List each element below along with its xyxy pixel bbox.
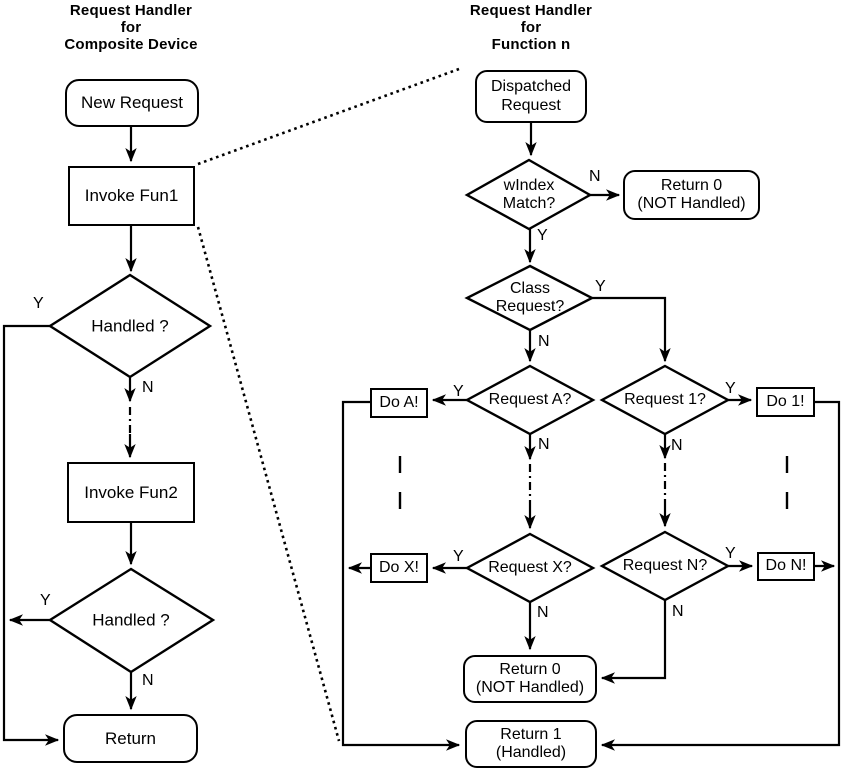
- label-no-request-x: N: [537, 604, 549, 621]
- zoom-connector-bottom: [196, 226, 341, 742]
- decision-class-request-label: Class Request?: [495, 280, 565, 315]
- label-yes-request-1: Y: [725, 380, 736, 397]
- label-yes-handled-2: Y: [40, 592, 51, 609]
- label-yes-class: Y: [595, 278, 606, 295]
- decision-request-n-label: Request N?: [622, 557, 708, 575]
- label-no-handled-2: N: [142, 672, 154, 689]
- node-dispatched-request: Dispatched Request: [475, 70, 587, 123]
- edge-doa-rail-to-return1: [341, 400, 461, 751]
- node-do-1: Do 1!: [756, 387, 815, 417]
- label-no-class: N: [538, 333, 550, 350]
- edge-class-yes-to-request1: [592, 296, 671, 363]
- label-no-request-n: N: [672, 603, 684, 620]
- label-no-handled-1: N: [142, 379, 154, 396]
- edge-requestn-no-to-return0b: [600, 600, 667, 684]
- node-return: Return: [63, 714, 198, 763]
- label-no-request-a: N: [538, 436, 550, 453]
- label-yes-request-a: Y: [453, 383, 464, 400]
- node-do-x: Do X!: [370, 553, 428, 583]
- decision-handled-1-shape: [47, 273, 213, 379]
- node-return-0-bottom: Return 0 (NOT Handled): [463, 655, 597, 703]
- decision-request-1-label: Request 1?: [624, 391, 706, 409]
- label-yes-request-x: Y: [453, 548, 464, 565]
- node-invoke-fun1: Invoke Fun1: [68, 166, 195, 226]
- decision-request-x-shape: [464, 532, 596, 604]
- decision-class-request-shape: [464, 264, 595, 332]
- decision-windex-match-shape: [464, 158, 593, 231]
- label-yes-windex: Y: [537, 227, 548, 244]
- decision-request-x-label: Request X?: [488, 559, 572, 577]
- node-return-0-top: Return 0 (NOT Handled): [623, 170, 760, 220]
- label-no-windex: N: [589, 168, 601, 185]
- node-invoke-fun2: Invoke Fun2: [67, 462, 195, 523]
- decision-request-a-shape: [464, 364, 596, 436]
- decision-request-1-shape: [599, 364, 731, 436]
- right-flow-title: Request Handler for Function n: [469, 2, 593, 53]
- node-do-a: Do A!: [370, 388, 428, 418]
- label-yes-request-n: Y: [725, 545, 736, 562]
- label-no-request-1: N: [671, 437, 683, 454]
- decision-handled-2-shape: [47, 567, 216, 674]
- label-yes-handled-1: Y: [33, 295, 44, 312]
- node-new-request: New Request: [65, 79, 199, 127]
- left-flow-title: Request Handler for Composite Device: [64, 2, 198, 53]
- decision-request-n-shape: [599, 530, 731, 602]
- decision-request-a-label: Request A?: [488, 391, 572, 409]
- decision-handled-1-label: Handled ?: [91, 316, 169, 336]
- decision-windex-match-label: wIndex Match?: [502, 177, 556, 212]
- decision-handled-2-label: Handled ?: [92, 610, 170, 630]
- edge-handled1-yes-to-return: [2, 324, 60, 746]
- node-return-1: Return 1 (Handled): [465, 720, 597, 768]
- edge-do1-rail-to-return1: [600, 400, 841, 751]
- node-do-n: Do N!: [757, 552, 815, 581]
- zoom-connector-top: [197, 67, 460, 166]
